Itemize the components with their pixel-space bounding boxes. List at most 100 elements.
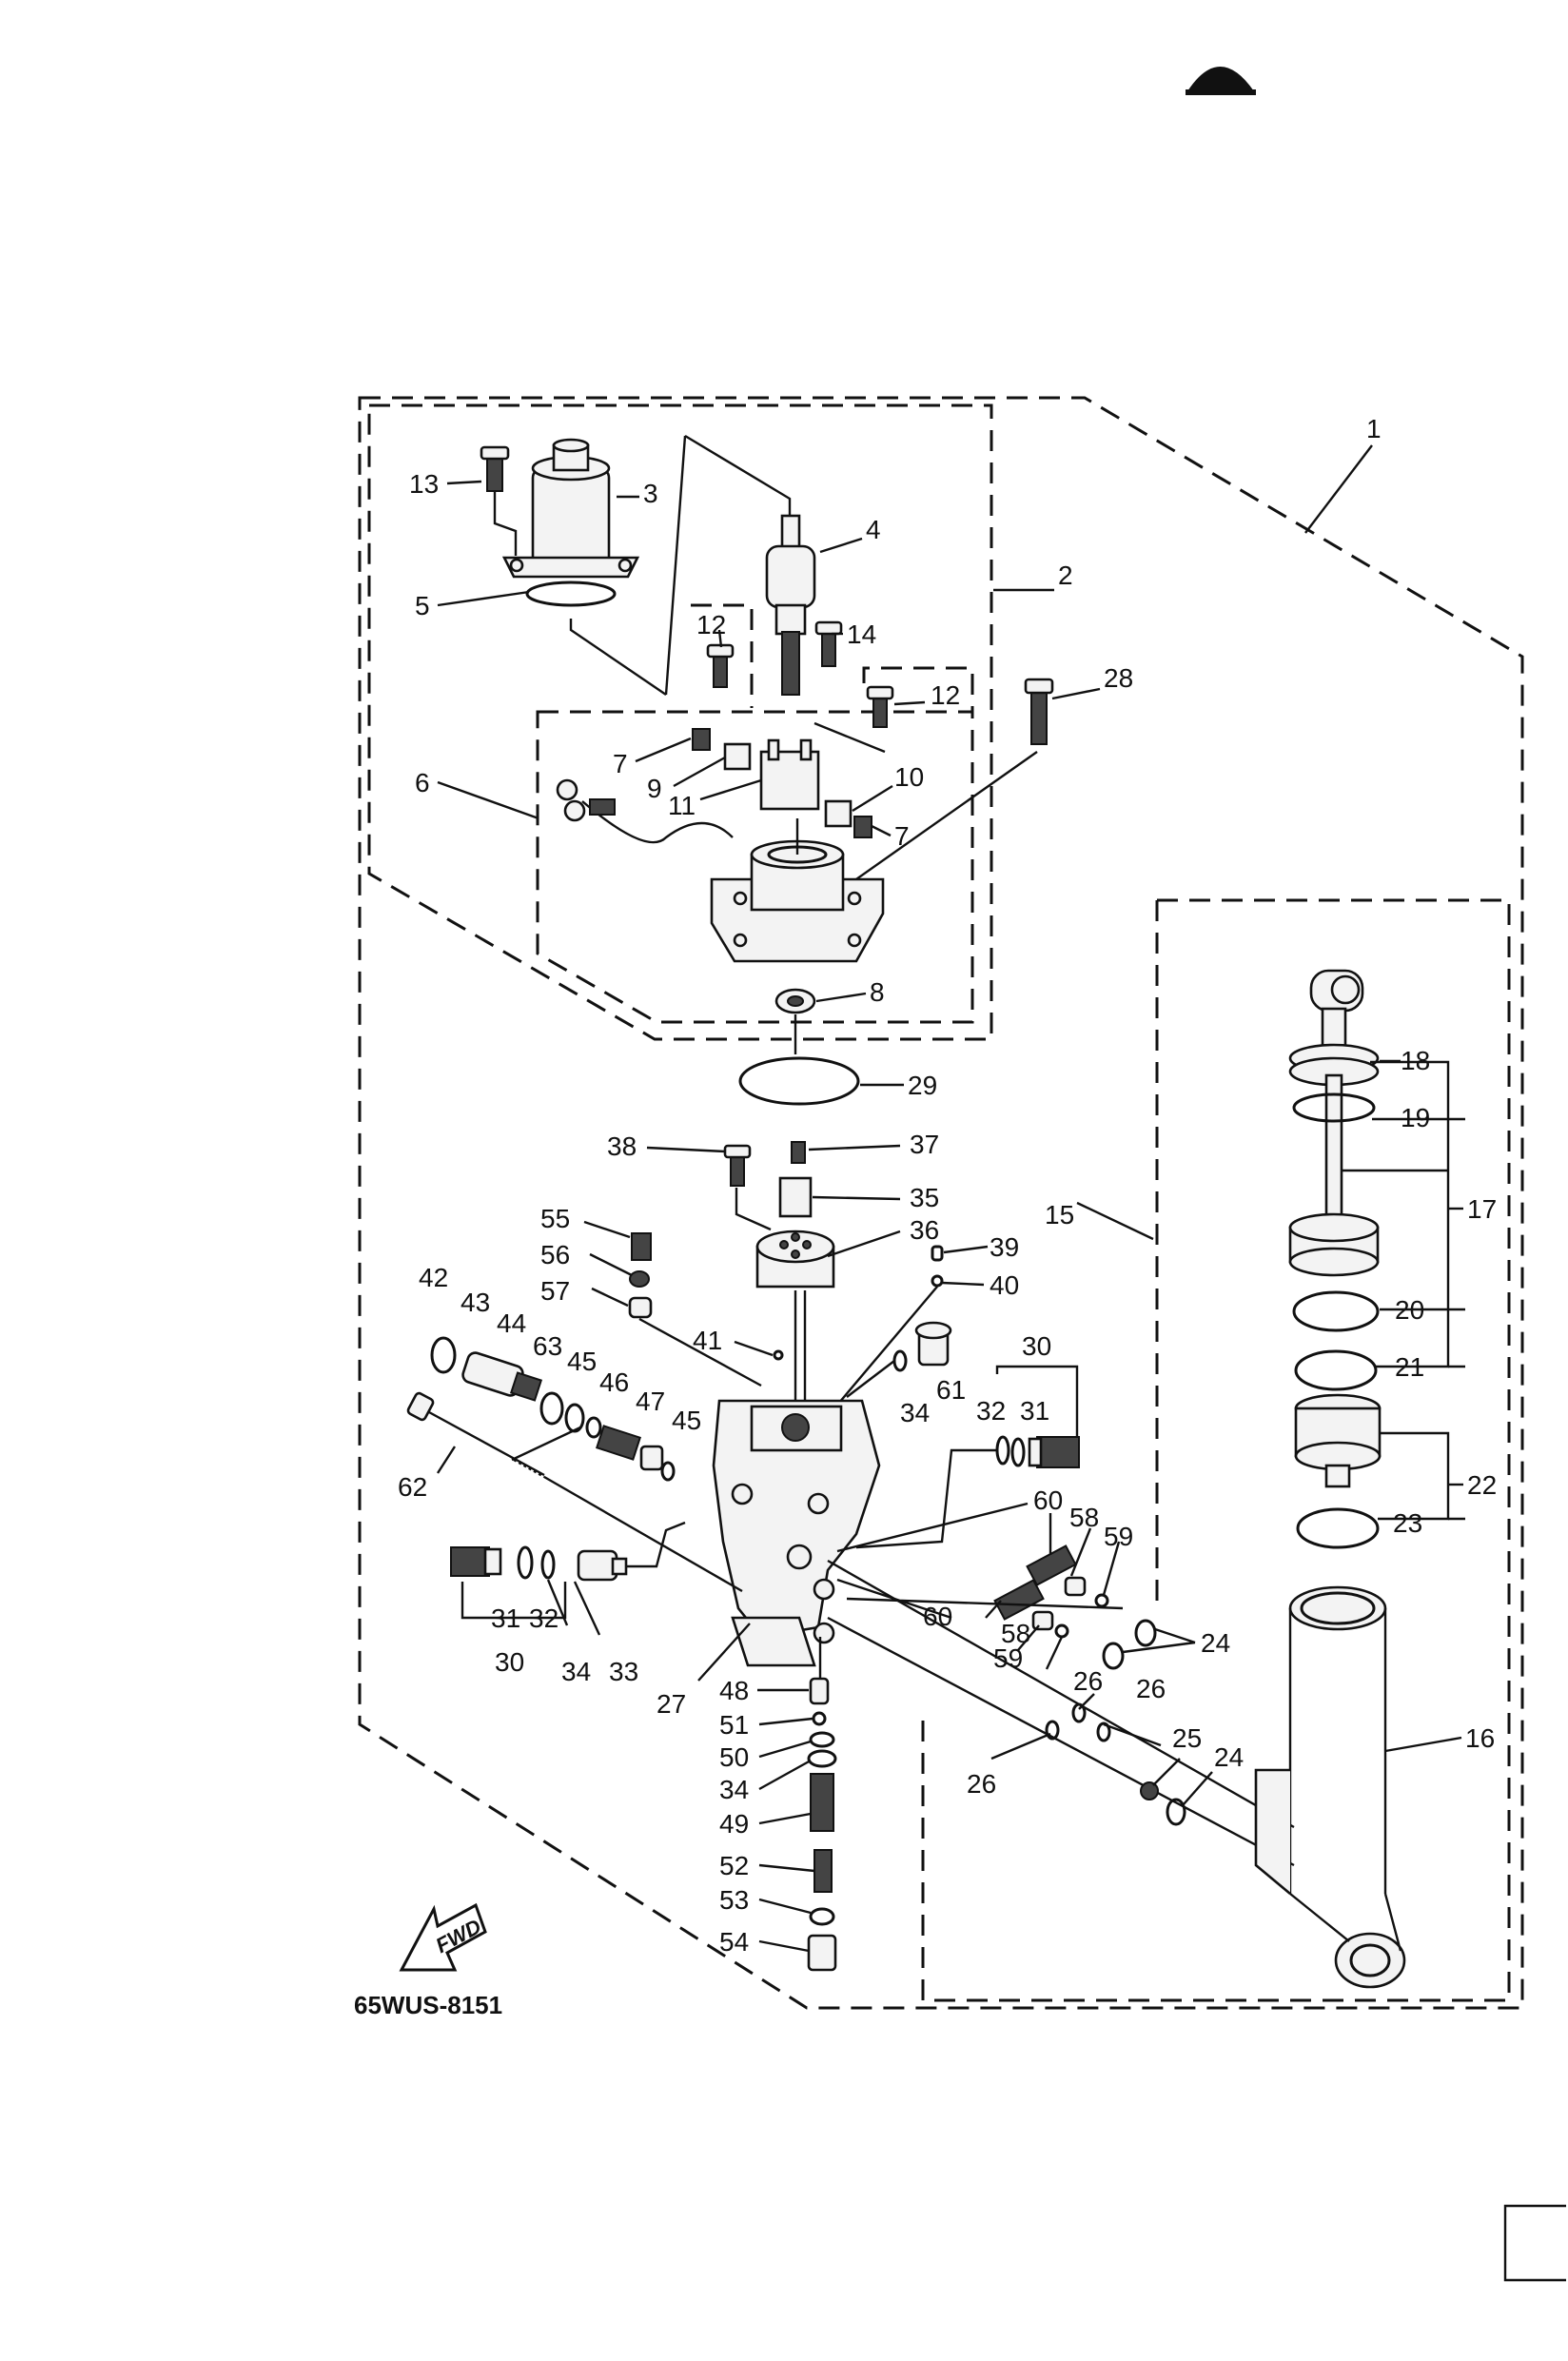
part-labels: 1 2 3 4 5 6 7 7 8 9 10 11 12 12 13 14 15… (398, 414, 1497, 1957)
part-label-19: 19 (1401, 1103, 1430, 1132)
part-label-56: 56 (540, 1240, 570, 1269)
valve-part-58a (1064, 1576, 1087, 1597)
o-ring-part-21 (1294, 1349, 1378, 1391)
leader-screw-38 (735, 1188, 772, 1231)
part-label-18: 18 (1401, 1046, 1430, 1075)
motor-housing-part-3 (501, 438, 640, 579)
ball-part-41 (773, 1349, 784, 1361)
part-label-13: 13 (409, 469, 439, 499)
part-label-40: 40 (990, 1270, 1019, 1300)
part-label-25: 25 (1172, 1723, 1202, 1753)
valve-part-48 (809, 1677, 830, 1705)
part-label-60b: 60 (923, 1602, 952, 1631)
shaft-part-35 (778, 1176, 813, 1218)
valve-part-49 (810, 1773, 834, 1832)
part-label-26b: 26 (1136, 1674, 1166, 1703)
part-label-9: 9 (647, 774, 662, 803)
filter-part-25 (1140, 1781, 1159, 1800)
part-label-46: 46 (599, 1367, 629, 1397)
part-label-14: 14 (847, 620, 876, 649)
part-label-34-right: 34 (900, 1398, 930, 1427)
forward-direction-arrow: FWD (399, 1902, 487, 1972)
o-ring-part-34-left (540, 1549, 556, 1580)
part-label-32-right: 32 (976, 1396, 1006, 1426)
brush-holder-part-11 (759, 738, 820, 811)
valve-part-43 (461, 1351, 543, 1402)
part-label-58a: 58 (1069, 1503, 1099, 1532)
leader-valve-33 (626, 1521, 686, 1568)
part-label-24a: 24 (1201, 1628, 1230, 1658)
tilt-cylinder-part-16 (1254, 1585, 1406, 1989)
part-label-36: 36 (910, 1215, 939, 1245)
spring-part-60a (1026, 1544, 1077, 1586)
valve-part-33 (577, 1549, 628, 1582)
ball-part-56 (629, 1270, 650, 1288)
part-label-50: 50 (719, 1742, 749, 1772)
part-label-58b: 58 (1001, 1619, 1030, 1648)
o-ring-part-29 (738, 1056, 860, 1106)
part-label-47: 47 (636, 1387, 665, 1416)
screw-part-12a (706, 643, 735, 688)
part-label-28: 28 (1104, 663, 1133, 693)
part-label-52: 52 (719, 1851, 749, 1880)
o-ring-part-23 (1296, 1507, 1380, 1549)
spring-part-46 (596, 1425, 641, 1461)
o-ring-part-63 (564, 1403, 585, 1433)
fitting-part-31-left (450, 1546, 502, 1577)
part-label-10: 10 (894, 762, 924, 792)
spring-part-60b (993, 1579, 1045, 1621)
plug-part-61 (914, 1321, 952, 1367)
ball-part-59b (1054, 1623, 1069, 1639)
spring-part-7b (853, 816, 872, 838)
part-label-54: 54 (719, 1927, 749, 1957)
bolt-part-28 (1024, 678, 1054, 745)
seat-part-57 (628, 1296, 653, 1319)
lead-wire-part-6 (556, 778, 734, 844)
bracket-part-30-left (461, 1582, 567, 1620)
motor-left-guide (664, 435, 687, 696)
assembly-boundary-15 (921, 898, 1511, 2002)
part-label-33: 33 (609, 1657, 638, 1686)
part-label-34-left: 34 (561, 1657, 591, 1686)
drawing-code: 65WUS-8151 (354, 1991, 502, 2019)
part-label-24b: 24 (1214, 1742, 1244, 1772)
part-label-17: 17 (1467, 1194, 1497, 1224)
o-ring-part-26c (1096, 1722, 1111, 1742)
screw-part-14 (814, 620, 843, 667)
bracket-part-17 (1370, 1060, 1450, 1368)
boundary-screw-12b (862, 666, 974, 712)
part-label-2: 2 (1058, 561, 1073, 590)
plug-part-54 (807, 1934, 837, 1972)
piston-part-47 (639, 1445, 664, 1471)
bolt-part-62 (406, 1391, 545, 1479)
bracket-part-22 (1378, 1431, 1450, 1521)
motor-ring-guide (569, 619, 667, 696)
page-corner-box (1503, 2204, 1566, 2282)
o-ring-part-24a2 (1102, 1642, 1125, 1670)
bolt-62-axis (543, 1475, 743, 1593)
part-label-29: 29 (908, 1071, 937, 1100)
o-ring-part-44 (539, 1391, 564, 1426)
o-ring-part-19 (1292, 1092, 1376, 1123)
part-label-1: 1 (1366, 414, 1382, 443)
part-label-61: 61 (936, 1375, 966, 1405)
brush-part-9 (723, 742, 752, 771)
brush-lead (813, 721, 886, 754)
part-label-39: 39 (990, 1232, 1019, 1262)
part-label-43: 43 (461, 1288, 490, 1317)
leader-plug-61 (846, 1360, 895, 1398)
fitting-part-31-right (1028, 1436, 1080, 1468)
ball-part-40 (931, 1274, 944, 1288)
part-label-16: 16 (1465, 1723, 1495, 1753)
spring-part-37 (791, 1141, 806, 1164)
screw-part-12b (866, 685, 894, 728)
part-label-42: 42 (419, 1263, 448, 1292)
o-ring-part-45a (585, 1416, 602, 1439)
part-label-7a: 7 (613, 749, 628, 778)
part-label-7b: 7 (894, 821, 910, 851)
o-ring-part-24b (1166, 1798, 1186, 1826)
part-label-32-left: 32 (529, 1604, 559, 1633)
piston-rod-part-17 (1288, 969, 1380, 1277)
o-ring-part-34-lower (807, 1749, 837, 1768)
